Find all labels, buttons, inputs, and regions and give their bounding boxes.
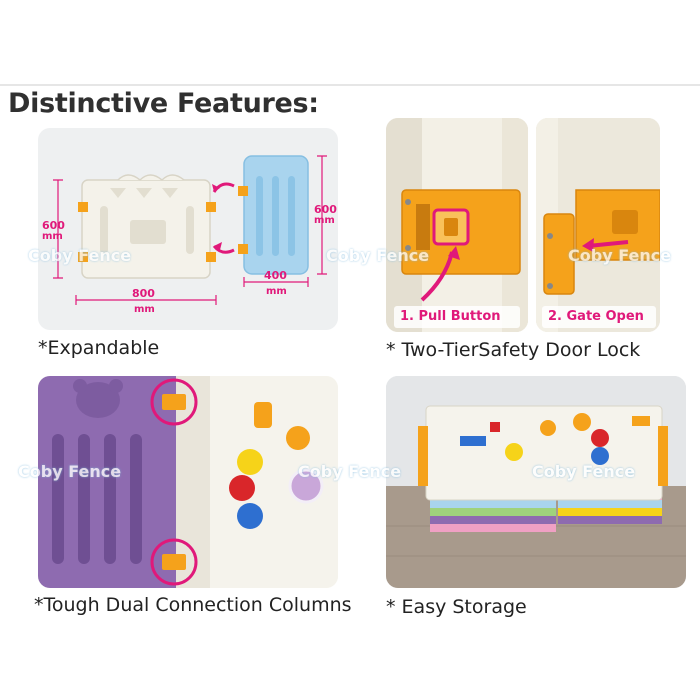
dim-height-left: 600 — [42, 219, 65, 232]
expandable-diagram — [53, 155, 327, 305]
caption-connection-columns: *Tough Dual Connection Columns — [34, 594, 352, 616]
dim-width-left-unit: mm — [134, 304, 155, 315]
watermark: Coby Fence — [568, 246, 672, 265]
expandable-photo: 600 mm 600 mm 800 mm 400 mm — [38, 128, 338, 330]
caption-door-lock: * Two-TierSafety Door Lock — [386, 339, 641, 361]
connection-columns-photo — [38, 376, 338, 588]
step-pull-button-label: 1. Pull Button — [400, 309, 501, 324]
dim-width-right-unit: mm — [266, 286, 287, 297]
watermark: Coby Fence — [326, 246, 430, 265]
fence-panel-400 — [238, 155, 309, 275]
fence-panel-800 — [78, 174, 216, 279]
caption-expandable: *Expandable — [38, 337, 160, 359]
easy-storage-photo — [386, 376, 686, 588]
dim-width-right: 400 — [264, 269, 287, 282]
dim-height-right: 600 — [314, 203, 337, 216]
caption-easy-storage: * Easy Storage — [386, 596, 527, 618]
step-gate-open-label: 2. Gate Open — [548, 309, 644, 324]
dim-height-right-unit: mm — [314, 215, 335, 226]
page-title: Distinctive Features: — [8, 88, 319, 119]
watermark: Coby Fence — [532, 462, 636, 481]
watermark: Coby Fence — [28, 246, 132, 265]
dim-width-left: 800 — [132, 287, 155, 300]
door-lock-photo-pull: 1. Pull Button — [386, 118, 528, 332]
door-lock-photo-open: 2. Gate Open — [536, 118, 660, 332]
top-divider — [0, 84, 700, 86]
dim-height-left-unit: mm — [42, 231, 63, 242]
watermark: Coby Fence — [298, 462, 402, 481]
watermark: Coby Fence — [18, 462, 122, 481]
